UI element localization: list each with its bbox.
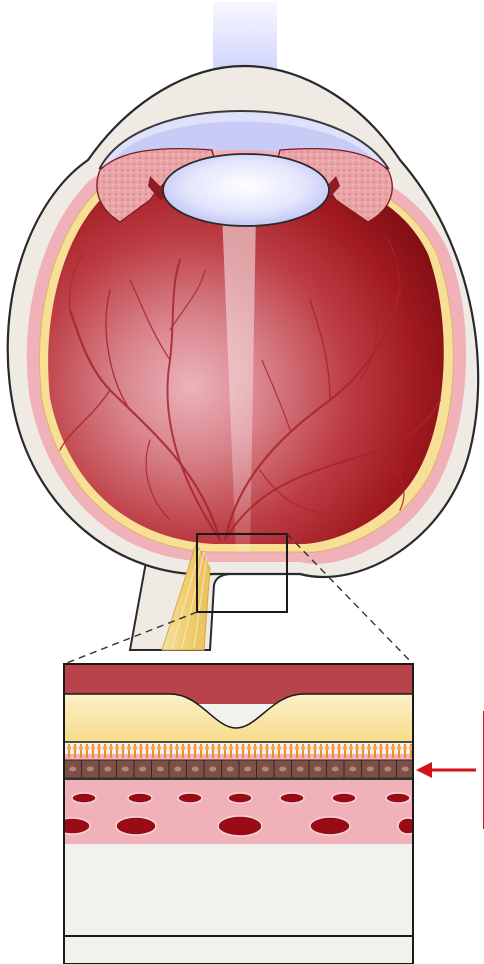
lens <box>163 154 329 226</box>
photoreceptor-tip <box>283 746 287 750</box>
photoreceptor-tip <box>133 746 137 750</box>
photoreceptor-tip <box>337 746 341 750</box>
photoreceptor-tip <box>85 746 89 750</box>
rpe-nucleus <box>157 767 164 772</box>
photoreceptor-tip <box>313 746 317 750</box>
rpe-nucleus <box>279 767 286 772</box>
choroid-vessel <box>54 818 90 834</box>
rpe-nucleus <box>122 767 129 772</box>
photoreceptor-tip <box>91 746 95 750</box>
photoreceptor-tip <box>247 746 251 750</box>
choroid-vessel <box>386 793 410 803</box>
photoreceptor-tip <box>361 746 365 750</box>
rpe-nucleus <box>209 767 216 772</box>
photoreceptor-tip <box>379 746 383 750</box>
choroid-vessel <box>280 793 304 803</box>
choroid-vessel <box>178 793 202 803</box>
photoreceptor-tip <box>391 746 395 750</box>
photoreceptor-tip <box>211 746 215 750</box>
photoreceptor-tip <box>205 746 209 750</box>
rpe-nucleus <box>367 767 374 772</box>
rpe-nucleus <box>227 767 234 772</box>
photoreceptor-tip <box>229 746 233 750</box>
photoreceptor-tip <box>217 746 221 750</box>
photoreceptor-tip <box>223 746 227 750</box>
choroid-vessel <box>228 793 252 803</box>
choroid-vessel <box>218 816 262 836</box>
rpe-arrow-head <box>416 762 432 778</box>
photoreceptor-tip <box>331 746 335 750</box>
photoreceptor-tip <box>367 746 371 750</box>
rpe-nucleus <box>104 767 111 772</box>
photoreceptor-tip <box>157 746 161 750</box>
retina-inset <box>54 664 418 964</box>
photoreceptor-tip <box>127 746 131 750</box>
rpe-nucleus <box>332 767 339 772</box>
rpe-nucleus <box>192 767 199 772</box>
rpe-nucleus <box>69 767 76 772</box>
rpe-nucleus <box>139 767 146 772</box>
photoreceptor-tip <box>403 746 407 750</box>
photoreceptor-tip <box>73 746 77 750</box>
photoreceptor-tip <box>325 746 329 750</box>
choroid-vessel <box>116 817 156 835</box>
photoreceptor-tip <box>67 746 71 750</box>
choroid-vessel <box>332 793 356 803</box>
photoreceptor-tip <box>193 746 197 750</box>
inset-bruch-membrane <box>64 778 413 780</box>
photoreceptor-tip <box>79 746 83 750</box>
photoreceptor-tip <box>253 746 257 750</box>
photoreceptor-tip <box>373 746 377 750</box>
rpe-nucleus <box>349 767 356 772</box>
rpe-nucleus <box>384 767 391 772</box>
photoreceptor-tip <box>175 746 179 750</box>
rpe-nucleus <box>174 767 181 772</box>
photoreceptor-tip <box>277 746 281 750</box>
choroid-vessel <box>398 818 418 834</box>
photoreceptor-tip <box>187 746 191 750</box>
photoreceptor-tip <box>103 746 107 750</box>
photoreceptor-tip <box>397 746 401 750</box>
photoreceptor-tip <box>343 746 347 750</box>
photoreceptor-tip <box>181 746 185 750</box>
photoreceptor-tip <box>319 746 323 750</box>
photoreceptor-tip <box>163 746 167 750</box>
photoreceptor-tip <box>265 746 269 750</box>
inset-rpe-layer <box>64 760 414 778</box>
rpe-nucleus <box>314 767 321 772</box>
photoreceptor-tip <box>145 746 149 750</box>
photoreceptor-tip <box>235 746 239 750</box>
photoreceptor-tip <box>151 746 155 750</box>
photoreceptor-tip <box>295 746 299 750</box>
photoreceptor-tip <box>199 746 203 750</box>
rpe-nucleus <box>87 767 94 772</box>
photoreceptor-tip <box>271 746 275 750</box>
photoreceptor-tip <box>97 746 101 750</box>
choroid-vessel <box>310 817 350 835</box>
rpe-nucleus <box>244 767 251 772</box>
rpe-nucleus <box>402 767 409 772</box>
choroid-vessel <box>72 793 96 803</box>
photoreceptor-tip <box>139 746 143 750</box>
photoreceptor-tip <box>289 746 293 750</box>
choroid-vessel <box>128 793 152 803</box>
photoreceptor-tip <box>259 746 263 750</box>
photoreceptor-tip <box>121 746 125 750</box>
photoreceptor-tip <box>301 746 305 750</box>
photoreceptor-tip <box>115 746 119 750</box>
photoreceptor-tip <box>169 746 173 750</box>
rpe-nucleus <box>297 767 304 772</box>
photoreceptor-tip <box>349 746 353 750</box>
photoreceptor-tip <box>385 746 389 750</box>
photoreceptor-tip <box>355 746 359 750</box>
photoreceptor-tip <box>241 746 245 750</box>
photoreceptor-tip <box>307 746 311 750</box>
photoreceptor-tip <box>109 746 113 750</box>
rpe-nucleus <box>262 767 269 772</box>
